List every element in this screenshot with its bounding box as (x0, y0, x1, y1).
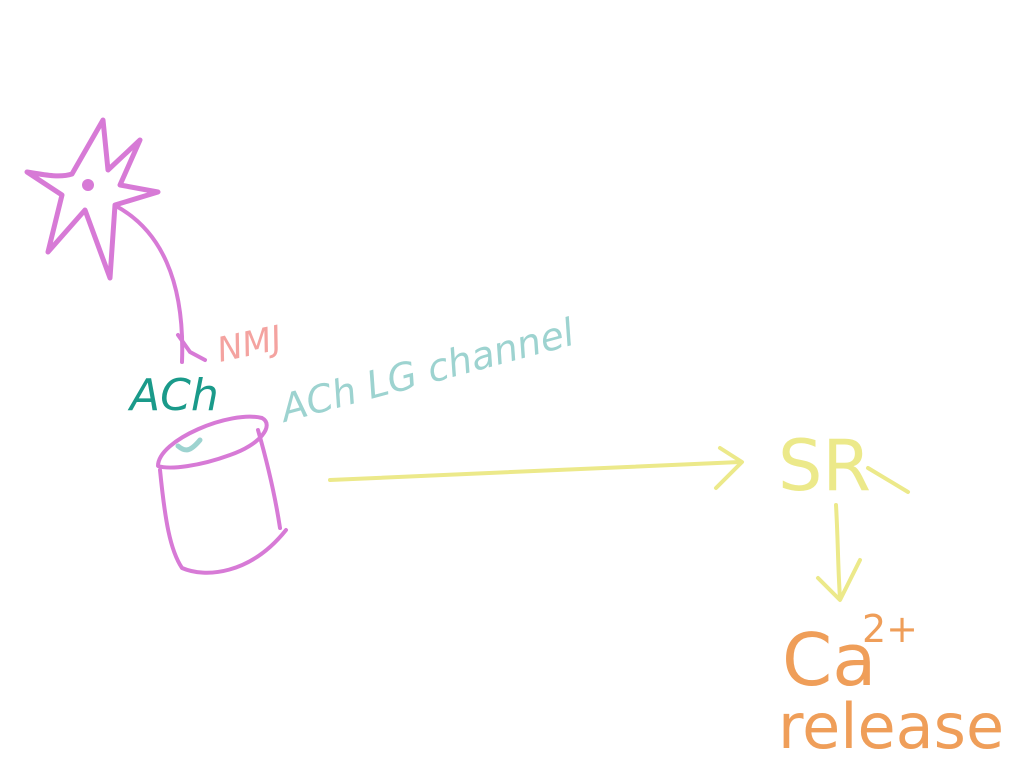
nmj-label: NMJ (214, 318, 286, 371)
arrow-to-sr (328, 460, 742, 482)
release-label: release (778, 690, 1004, 763)
sr-label-tail (866, 466, 910, 494)
sr-label: SR (778, 425, 871, 507)
ach-channel-label: ACh LG channel (273, 310, 579, 431)
neuron-cell-body (24, 117, 161, 281)
ach-label: ACh (127, 370, 219, 421)
arrow-to-ca-head (816, 558, 862, 602)
neuron-nucleus (82, 179, 94, 191)
arrow-to-ca (834, 503, 842, 600)
ach-channel-body (158, 428, 288, 575)
arrow-to-sr-head (714, 446, 744, 490)
calcium-label: Ca (782, 618, 876, 702)
ach-channel-top (156, 414, 269, 470)
ach-binding-mark (175, 437, 203, 453)
axon (114, 204, 185, 364)
axon-terminal (176, 333, 207, 362)
calcium-charge-label: 2+ (862, 607, 918, 651)
